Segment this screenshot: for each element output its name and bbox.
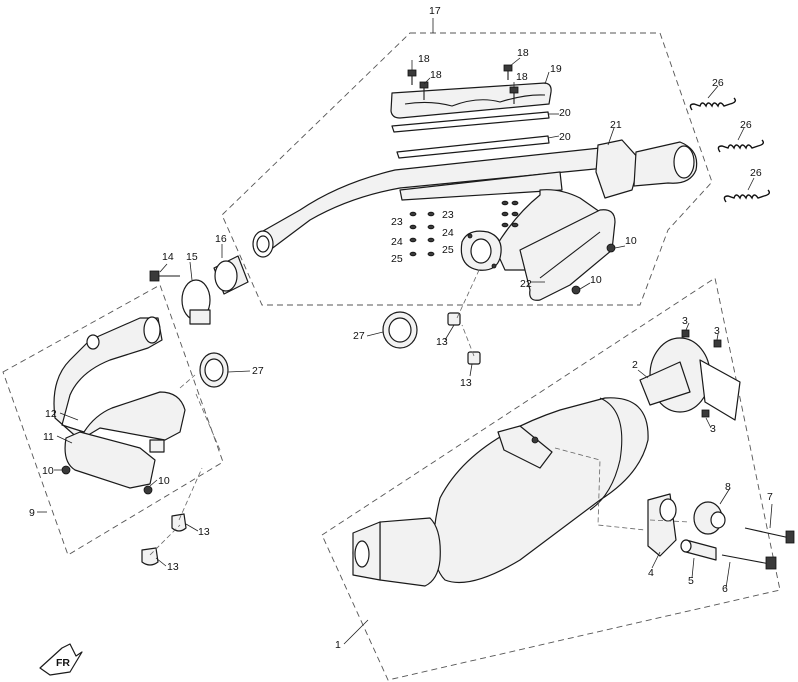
callout-20: 20 [559, 131, 571, 143]
spring-26-c [723, 189, 771, 203]
callout-13: 13 [167, 561, 179, 573]
heat-shield-11 [64, 431, 165, 489]
callout-22: 22 [520, 278, 532, 290]
callout-8: 8 [725, 481, 731, 493]
bolt-7 [744, 527, 795, 544]
sleeve-5 [680, 539, 717, 561]
end-cap-2 [639, 337, 741, 421]
lower-pipe-12 [53, 316, 186, 441]
callout-19: 19 [550, 63, 562, 75]
bolt-14 [149, 270, 180, 282]
bolt-18-c [503, 64, 513, 80]
callout-labels: 17 18 18 18 18 19 20 20 21 26 26 26 23 2… [29, 5, 773, 651]
bolt-10-d [143, 485, 153, 495]
clamp-15 [181, 279, 211, 325]
bolt-6 [721, 554, 777, 570]
callout-26: 26 [712, 77, 724, 89]
callout-14: 14 [162, 251, 174, 263]
callout-18: 18 [517, 47, 529, 59]
callout-18: 18 [516, 71, 528, 83]
bolt-3-b [713, 339, 722, 348]
callout-20: 20 [559, 107, 571, 119]
callout-23: 23 [442, 209, 454, 221]
spring-26-a [689, 97, 737, 111]
callout-3: 3 [710, 423, 716, 435]
callout-10: 10 [42, 465, 54, 477]
callout-26: 26 [740, 119, 752, 131]
gasket-16 [213, 255, 249, 295]
callout-3: 3 [682, 315, 688, 327]
callout-11: 11 [43, 431, 54, 443]
direction-label: FR [56, 657, 70, 669]
callout-4: 4 [648, 567, 654, 579]
bolt-18-a [407, 69, 417, 85]
callout-16: 16 [215, 233, 227, 245]
callout-7: 7 [767, 491, 773, 503]
front-direction-arrow: FR [39, 643, 83, 676]
gasket-27-b [199, 352, 229, 388]
callout-26: 26 [750, 167, 762, 179]
callout-1: 1 [335, 639, 341, 651]
bracket-4 [647, 493, 677, 557]
callout-3: 3 [714, 325, 720, 337]
callout-12: 12 [45, 408, 57, 420]
nut-13-d [141, 547, 159, 566]
callout-18: 18 [430, 69, 442, 81]
bolt-3-a [681, 329, 690, 338]
callout-13: 13 [436, 336, 448, 348]
nut-13-c [171, 513, 187, 532]
callout-21: 21 [610, 119, 622, 131]
leader-lines [37, 18, 773, 645]
bolt-10-b [571, 285, 581, 295]
callout-18: 18 [418, 53, 430, 65]
callout-9: 9 [29, 507, 35, 519]
shield-plate-20-upper [391, 111, 550, 133]
callout-10: 10 [625, 235, 637, 247]
header-pipe-21 [252, 139, 698, 271]
header-flange [460, 230, 502, 271]
grommet-8 [693, 501, 726, 535]
shield-plate-20-lower [396, 135, 550, 159]
heat-shield-19 [390, 82, 552, 119]
callout-23: 23 [391, 216, 403, 228]
callout-10: 10 [158, 475, 170, 487]
callout-17: 17 [429, 5, 441, 17]
dashed-connection-leaders [149, 267, 691, 556]
callout-15: 15 [186, 251, 198, 263]
group-box-9 [2, 284, 224, 556]
bolt-10-a [606, 243, 616, 253]
callout-2: 2 [632, 359, 638, 371]
callout-27: 27 [353, 330, 365, 342]
callout-13: 13 [198, 526, 210, 538]
callout-10: 10 [590, 274, 602, 286]
callout-24: 24 [391, 236, 403, 248]
callout-13: 13 [460, 377, 472, 389]
callout-24: 24 [442, 227, 454, 239]
muffler-1 [352, 397, 649, 587]
bolt-18-b [419, 81, 429, 100]
nut-13-b [467, 351, 481, 365]
callout-25: 25 [442, 244, 454, 256]
gasket-27-a [382, 311, 418, 349]
group-box-17 [221, 32, 713, 306]
washers-23-24-25 [409, 200, 519, 257]
heat-shield-22 [519, 209, 616, 301]
callout-5: 5 [688, 575, 694, 587]
callout-27: 27 [252, 365, 264, 377]
group-box-1 [321, 277, 781, 681]
spring-26-b [717, 139, 765, 153]
bolt-3-c [701, 409, 710, 418]
bolt-10-c [61, 465, 71, 475]
callout-6: 6 [722, 583, 728, 595]
callout-25: 25 [391, 253, 403, 265]
